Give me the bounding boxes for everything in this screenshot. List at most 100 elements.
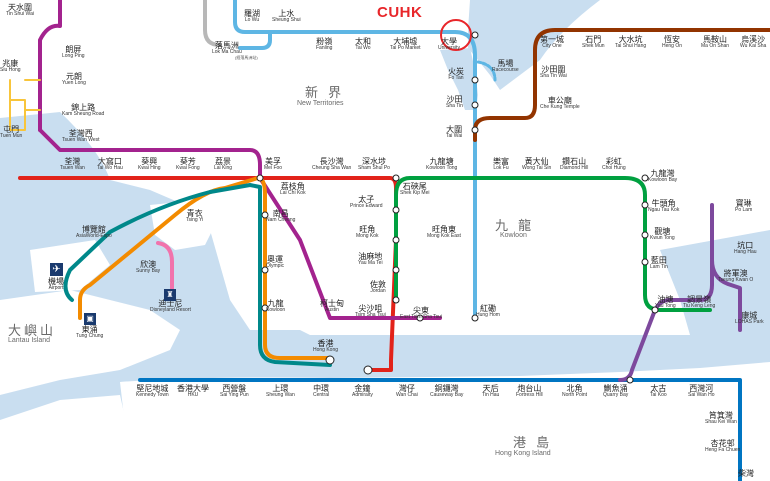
land-areas xyxy=(0,200,770,481)
tsing-yi-island xyxy=(150,200,215,250)
tseung-kwan-o-lohas-branch xyxy=(710,258,742,332)
lok-ma-chau-note: (經落馬洲站) xyxy=(235,55,258,60)
kwun-tong-line xyxy=(394,176,712,312)
station-chai-wan[interactable]: 柴灣 xyxy=(738,469,754,478)
west-rail-line xyxy=(38,0,442,320)
east-rail-racecourse-spur xyxy=(476,60,497,82)
airport-plane-icon: ✈ xyxy=(50,263,63,276)
east-rail-lok-ma-chau-branch xyxy=(238,30,272,50)
east-rail-line xyxy=(233,0,477,320)
region-new-territories-en: New Territories xyxy=(297,100,344,107)
lantau-island xyxy=(0,290,180,395)
ma-on-shan-line xyxy=(473,28,770,142)
